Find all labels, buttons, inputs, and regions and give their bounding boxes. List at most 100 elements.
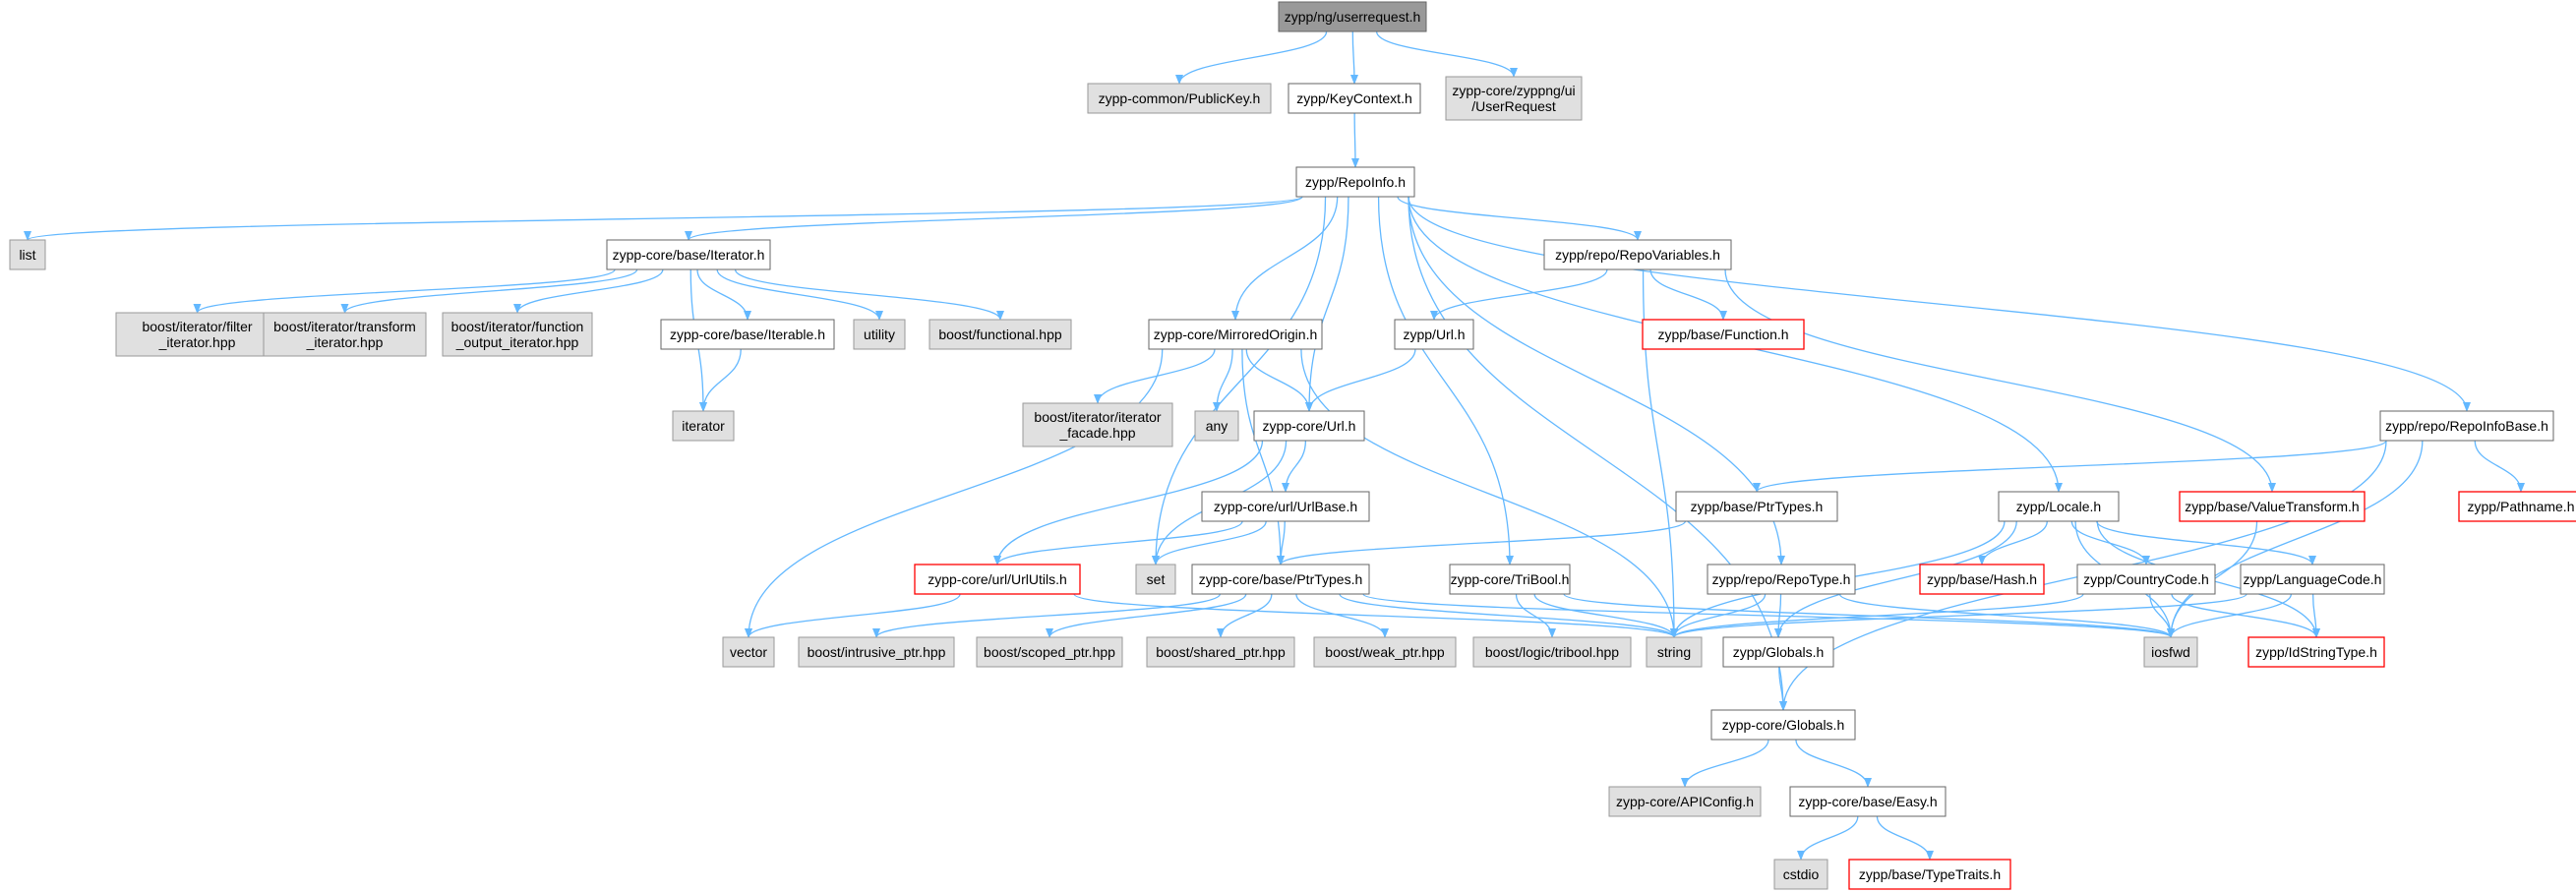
node-locale[interactable]: zypp/Locale.h	[1998, 491, 2120, 522]
edge-globals-core-to-easy	[1795, 739, 1872, 788]
edge-iterator-h-to-function-output-iter	[513, 268, 664, 314]
edge-repovariables-to-valuetransform	[1724, 268, 2276, 493]
node-label: zypp/repo/RepoVariables.h	[1555, 247, 1720, 263]
node-languagecode[interactable]: zypp/LanguageCode.h	[2240, 564, 2385, 595]
node-box	[1919, 564, 2045, 595]
edge-globals-core-to-apiconfig	[1681, 739, 1769, 788]
node-weak-ptr[interactable]: boost/weak_ptr.hpp	[1313, 636, 1457, 668]
edge-locale-to-languagecode	[2096, 520, 2316, 565]
node-set[interactable]: set	[1135, 564, 1176, 595]
node-box	[1394, 319, 1474, 350]
node-function-output-iter[interactable]: boost/iterator/function_output_iterator.…	[442, 312, 593, 357]
node-repoinfo[interactable]: zypp/RepoInfo.h	[1295, 166, 1415, 198]
edge-repovariables-to-function-h	[1649, 268, 1727, 321]
edge-iterator-h-to-transform-iter	[340, 268, 638, 314]
node-label: zypp/base/TypeTraits.h	[1859, 866, 2001, 882]
edge-iterator-h-to-functional	[734, 268, 1004, 321]
edge-repoinfobase-to-pathname	[2474, 440, 2525, 493]
node-string[interactable]: string	[1646, 636, 1703, 668]
node-iterator-h[interactable]: zypp-core/base/Iterator.h	[606, 239, 771, 270]
edge-mirroredorigin-to-ptrtypes-core	[1241, 348, 1285, 565]
node-box	[976, 636, 1123, 668]
node-ptrtypes-core[interactable]: zypp-core/base/PtrTypes.h	[1191, 564, 1370, 595]
node-list[interactable]: list	[9, 239, 46, 270]
node-countrycode[interactable]: zypp/CountryCode.h	[2076, 564, 2216, 595]
node-box	[1288, 83, 1421, 114]
edge-ptrtypes-core-to-iosfwd	[1362, 593, 2175, 638]
node-apiconfig[interactable]: zypp-core/APIConfig.h	[1608, 786, 1762, 817]
node-box	[9, 239, 46, 270]
edge-repoinfo-to-iterator-h	[685, 196, 1303, 241]
node-functional[interactable]: boost/functional.hpp	[929, 319, 1072, 350]
node-tribool[interactable]: zypp-core/TriBool.h	[1449, 564, 1571, 595]
node-box	[1201, 491, 1370, 522]
node-label: zypp/base/PtrTypes.h	[1691, 499, 1824, 514]
node-box	[660, 319, 835, 350]
node-hash[interactable]: zypp/base/Hash.h	[1919, 564, 2045, 595]
edge-countrycode-to-string	[1670, 593, 2084, 638]
node-iosfwd[interactable]: iosfwd	[2143, 636, 2198, 668]
node-label: zypp-core/Url.h	[1263, 418, 1356, 434]
node-easy[interactable]: zypp-core/base/Easy.h	[1789, 786, 1947, 817]
node-box	[2179, 491, 2366, 522]
node-box	[672, 410, 735, 442]
node-utility[interactable]: utility	[853, 319, 906, 350]
node-repoinfobase[interactable]: zypp/repo/RepoInfoBase.h	[2379, 410, 2554, 442]
node-box	[1135, 564, 1176, 595]
node-scoped-ptr[interactable]: boost/scoped_ptr.hpp	[976, 636, 1123, 668]
node-urlutils[interactable]: zypp-core/url/UrlUtils.h	[914, 564, 1081, 595]
node-zypp-url[interactable]: zypp/Url.h	[1394, 319, 1474, 350]
edge-userrequest-to-userrequest-ui	[1375, 30, 1518, 78]
node-any[interactable]: any	[1194, 410, 1239, 442]
node-label: zypp/Pathname.h	[2468, 499, 2575, 514]
edge-repoinfo-to-core-url	[1305, 196, 1349, 412]
node-idstringtype[interactable]: zypp/IdStringType.h	[2247, 636, 2385, 668]
edge-ptrtypes-core-to-shared-ptr	[1217, 593, 1273, 638]
node-filter-iter[interactable]: boost/iterator/filter_iterator.hpp	[115, 312, 279, 357]
node-box	[1543, 239, 1732, 270]
node-vector[interactable]: vector	[722, 636, 775, 668]
node-urlbase[interactable]: zypp-core/url/UrlBase.h	[1201, 491, 1370, 522]
edge-repoinfo-to-set	[1152, 196, 1327, 565]
node-transform-iter[interactable]: boost/iterator/transform_iterator.hpp	[263, 312, 427, 357]
node-function-h[interactable]: zypp/base/Function.h	[1642, 319, 1805, 350]
node-valuetransform[interactable]: zypp/base/ValueTransform.h	[2179, 491, 2366, 522]
node-shared-ptr[interactable]: boost/shared_ptr.hpp	[1146, 636, 1295, 668]
node-iterable[interactable]: zypp-core/base/Iterable.h	[660, 319, 835, 350]
node-label: vector	[730, 644, 767, 660]
node-label: any	[1206, 418, 1228, 434]
node-userrequest[interactable]: zypp/ng/userrequest.h	[1278, 1, 1427, 32]
node-box	[1608, 786, 1762, 817]
node-cstdio[interactable]: cstdio	[1773, 859, 1828, 890]
node-label: set	[1147, 571, 1166, 587]
node-globals-core[interactable]: zypp-core/Globals.h	[1710, 709, 1856, 741]
node-pathname[interactable]: zypp/Pathname.h	[2458, 491, 2576, 522]
node-typetraits[interactable]: zypp/base/TypeTraits.h	[1848, 859, 2011, 890]
node-core-url[interactable]: zypp-core/Url.h	[1253, 410, 1365, 442]
node-box	[1194, 410, 1239, 442]
node-iterator-facade[interactable]: boost/iterator/iterator_facade.hpp	[1022, 402, 1173, 447]
edge-repoinfobase-to-iosfwd	[2167, 440, 2424, 638]
node-intrusive-ptr[interactable]: boost/intrusive_ptr.hpp	[798, 636, 955, 668]
node-label: zypp-core/MirroredOrigin.h	[1154, 327, 1318, 342]
node-box	[1998, 491, 2120, 522]
node-box	[2076, 564, 2216, 595]
node-publickey[interactable]: zypp-common/PublicKey.h	[1087, 83, 1272, 114]
node-label: boost/intrusive_ptr.hpp	[808, 644, 946, 660]
node-userrequest-ui[interactable]: zypp-core/zyppng/ui/UserRequest	[1445, 76, 1583, 121]
node-label: zypp/repo/RepoInfoBase.h	[2385, 418, 2548, 434]
node-box	[1789, 786, 1947, 817]
edge-ptrtypes-zypp-to-ptrtypes-core	[1277, 520, 1687, 565]
node-mirroredorigin[interactable]: zypp-core/MirroredOrigin.h	[1148, 319, 1323, 350]
node-iterator[interactable]: iterator	[672, 410, 735, 442]
node-label: cstdio	[1783, 866, 1820, 882]
node-repotype[interactable]: zypp/repo/RepoType.h	[1707, 564, 1856, 595]
node-globals-zypp[interactable]: zypp/Globals.h	[1722, 636, 1834, 668]
node-box	[1022, 402, 1173, 447]
node-ptrtypes-zypp[interactable]: zypp/base/PtrTypes.h	[1675, 491, 1838, 522]
edge-repovariables-to-zypp-url	[1430, 268, 1608, 321]
node-label: zypp/base/Function.h	[1657, 327, 1788, 342]
node-keycontext[interactable]: zypp/KeyContext.h	[1288, 83, 1421, 114]
node-logic-tribool[interactable]: boost/logic/tribool.hpp	[1472, 636, 1632, 668]
node-repovariables[interactable]: zypp/repo/RepoVariables.h	[1543, 239, 1732, 270]
